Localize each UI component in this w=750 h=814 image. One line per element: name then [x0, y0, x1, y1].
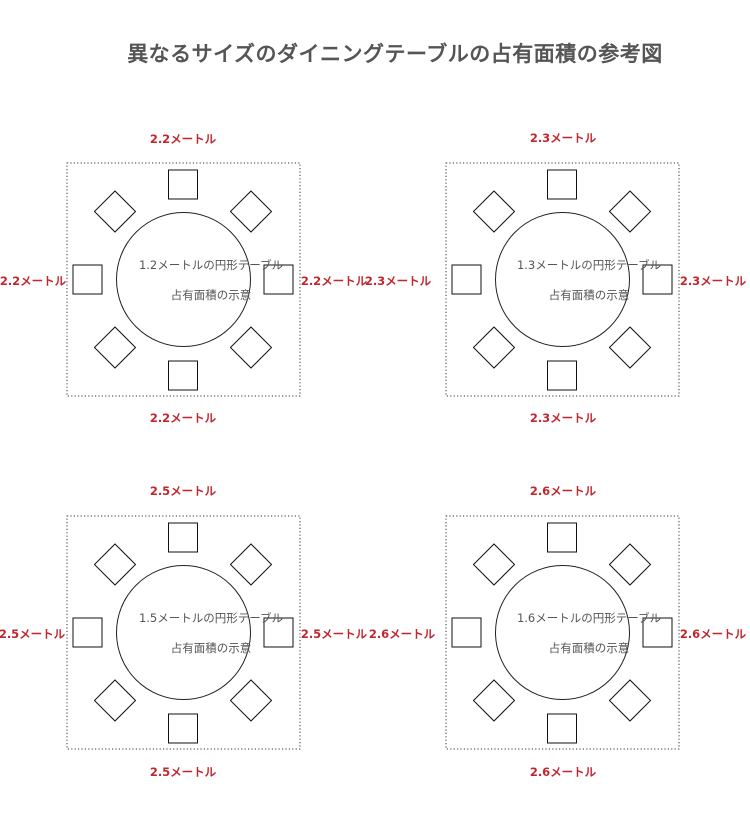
- chair-left: [451, 264, 482, 295]
- chair-top: [168, 169, 198, 200]
- dimension-top: 2.5メートル: [150, 484, 217, 498]
- diagram-3: 1.5メートルの円形テーブル 占有面積の示意 2.5メートル 2.5メートル 2…: [0, 484, 368, 779]
- table-size-label: 1.3メートルの円形テーブル: [517, 258, 661, 272]
- dimension-right: 2.6メートル: [680, 627, 747, 641]
- round-table: [495, 565, 630, 700]
- chair-left: [451, 617, 482, 648]
- dimension-bottom: 2.5メートル: [150, 765, 217, 779]
- diagram-1: 1.2メートルの円形テーブル 占有面積の示意 2.2メートル 2.2メートル 2…: [0, 132, 368, 425]
- chair-top-left: [472, 543, 516, 586]
- chair-top-left: [93, 190, 137, 233]
- area-note-label: 占有面積の示意: [171, 288, 252, 302]
- chair-bottom-right: [608, 679, 652, 722]
- chair-left: [72, 617, 103, 648]
- area-note-label: 占有面積の示意: [549, 288, 630, 302]
- chair-top: [168, 522, 198, 553]
- chair-bottom-right: [229, 326, 273, 369]
- chair-bottom-right: [229, 679, 273, 722]
- round-table: [116, 212, 251, 347]
- chair-top-right: [229, 543, 273, 586]
- chair-top: [547, 522, 577, 553]
- chair-bottom-left: [472, 679, 516, 722]
- chair-top-left: [93, 543, 137, 586]
- dimension-left: 2.5メートル: [0, 627, 66, 641]
- page-title: 異なるサイズのダイニングテーブルの占有面積の参考図: [127, 42, 663, 66]
- round-table: [116, 565, 251, 700]
- table-size-label: 1.2メートルの円形テーブル: [139, 258, 283, 272]
- dimension-top: 2.3メートル: [530, 131, 597, 145]
- dimension-left: 2.2メートル: [0, 274, 67, 288]
- chair-top-right: [229, 190, 273, 233]
- chair-right: [642, 617, 673, 648]
- dimension-right: 2.2メートル: [301, 274, 368, 288]
- dimension-right: 2.5メートル: [301, 627, 368, 641]
- chair-right: [263, 264, 294, 295]
- chair-bottom: [547, 713, 577, 744]
- area-note-label: 占有面積の示意: [171, 641, 252, 655]
- chair-bottom: [168, 360, 198, 391]
- chair-top-right: [608, 190, 652, 233]
- table-size-label: 1.6メートルの円形テーブル: [517, 611, 661, 625]
- chair-bottom: [547, 360, 577, 391]
- occupied-area-boundary: [66, 162, 301, 397]
- dimension-left: 2.6メートル: [369, 627, 436, 641]
- chair-right: [263, 617, 294, 648]
- occupied-area-boundary: [445, 515, 680, 750]
- dimension-bottom: 2.6メートル: [530, 765, 597, 779]
- chair-bottom: [168, 713, 198, 744]
- chair-bottom-left: [93, 679, 137, 722]
- chair-left: [72, 264, 103, 295]
- chair-top-right: [608, 543, 652, 586]
- chair-top-left: [472, 190, 516, 233]
- chair-bottom-left: [93, 326, 137, 369]
- chair-bottom-right: [608, 326, 652, 369]
- occupied-area-boundary: [66, 515, 301, 750]
- dimension-bottom: 2.3メートル: [530, 411, 597, 425]
- chair-top: [547, 169, 577, 200]
- occupied-area-boundary: [445, 162, 680, 397]
- area-note-label: 占有面積の示意: [549, 641, 630, 655]
- diagram-4: 1.6メートルの円形テーブル 占有面積の示意 2.6メートル 2.6メートル 2…: [369, 484, 747, 779]
- round-table: [495, 212, 630, 347]
- dimension-top: 2.2メートル: [150, 132, 217, 146]
- table-size-label: 1.5メートルの円形テーブル: [139, 611, 283, 625]
- diagram-2: 1.3メートルの円形テーブル 占有面積の示意 2.3メートル 2.3メートル 2…: [365, 131, 747, 425]
- dimension-left: 2.3メートル: [365, 274, 432, 288]
- chair-bottom-left: [472, 326, 516, 369]
- dimension-bottom: 2.2メートル: [150, 411, 217, 425]
- chair-right: [642, 264, 673, 295]
- dimension-right: 2.3メートル: [680, 274, 747, 288]
- dimension-top: 2.6メートル: [530, 484, 597, 498]
